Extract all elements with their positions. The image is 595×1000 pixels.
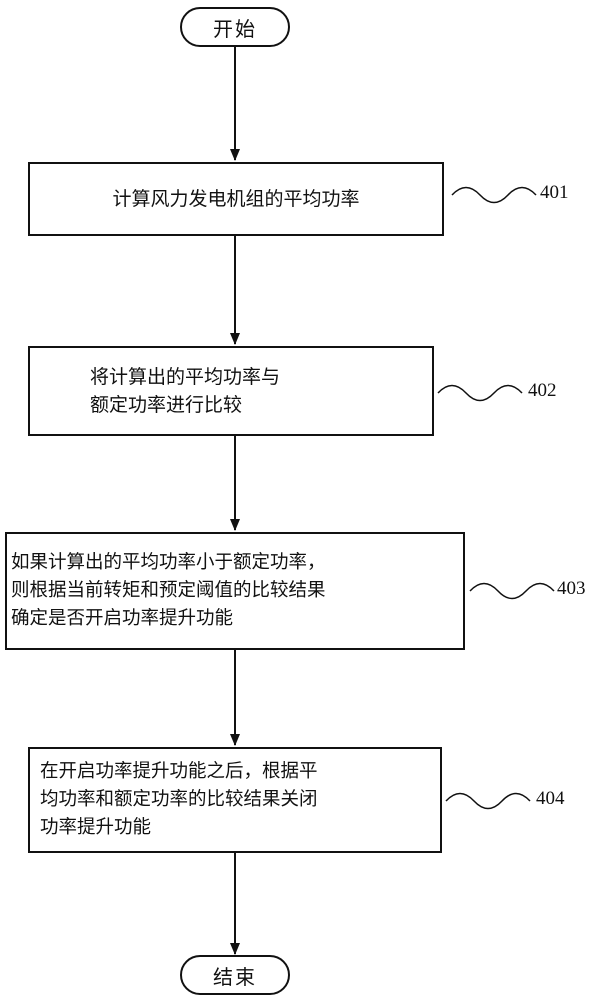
leader-404 — [445, 792, 531, 810]
step-402-text: 将计算出的平均功率与 额定功率进行比较 — [90, 366, 281, 416]
leader-403 — [469, 582, 555, 600]
end-label: 结束 — [213, 964, 257, 989]
leader-401 — [451, 186, 537, 204]
step-401-box: 计算风力发电机组的平均功率 — [28, 162, 444, 236]
step-404-box: 在开启功率提升功能之后，根据平 均功率和额定功率的比较结果关闭 功率提升功能 — [28, 747, 442, 853]
leader-402 — [437, 384, 523, 402]
step-401-id: 401 — [540, 182, 569, 203]
end-terminal: 结束 — [180, 955, 290, 995]
step-402-box: 将计算出的平均功率与 额定功率进行比较 — [28, 346, 434, 436]
start-label: 开始 — [213, 16, 257, 41]
step-403-id: 403 — [557, 578, 586, 599]
step-404-id: 404 — [536, 788, 565, 809]
start-terminal: 开始 — [180, 7, 290, 47]
step-404-text: 在开启功率提升功能之后，根据平 均功率和额定功率的比较结果关闭 功率提升功能 — [40, 761, 318, 838]
step-403-text: 如果计算出的平均功率小于额定功率， 则根据当前转矩和预定阈值的比较结果 确定是否… — [11, 552, 326, 629]
step-402-id: 402 — [528, 380, 557, 401]
step-401-text: 计算风力发电机组的平均功率 — [112, 188, 360, 210]
step-403-box: 如果计算出的平均功率小于额定功率， 则根据当前转矩和预定阈值的比较结果 确定是否… — [5, 532, 465, 650]
